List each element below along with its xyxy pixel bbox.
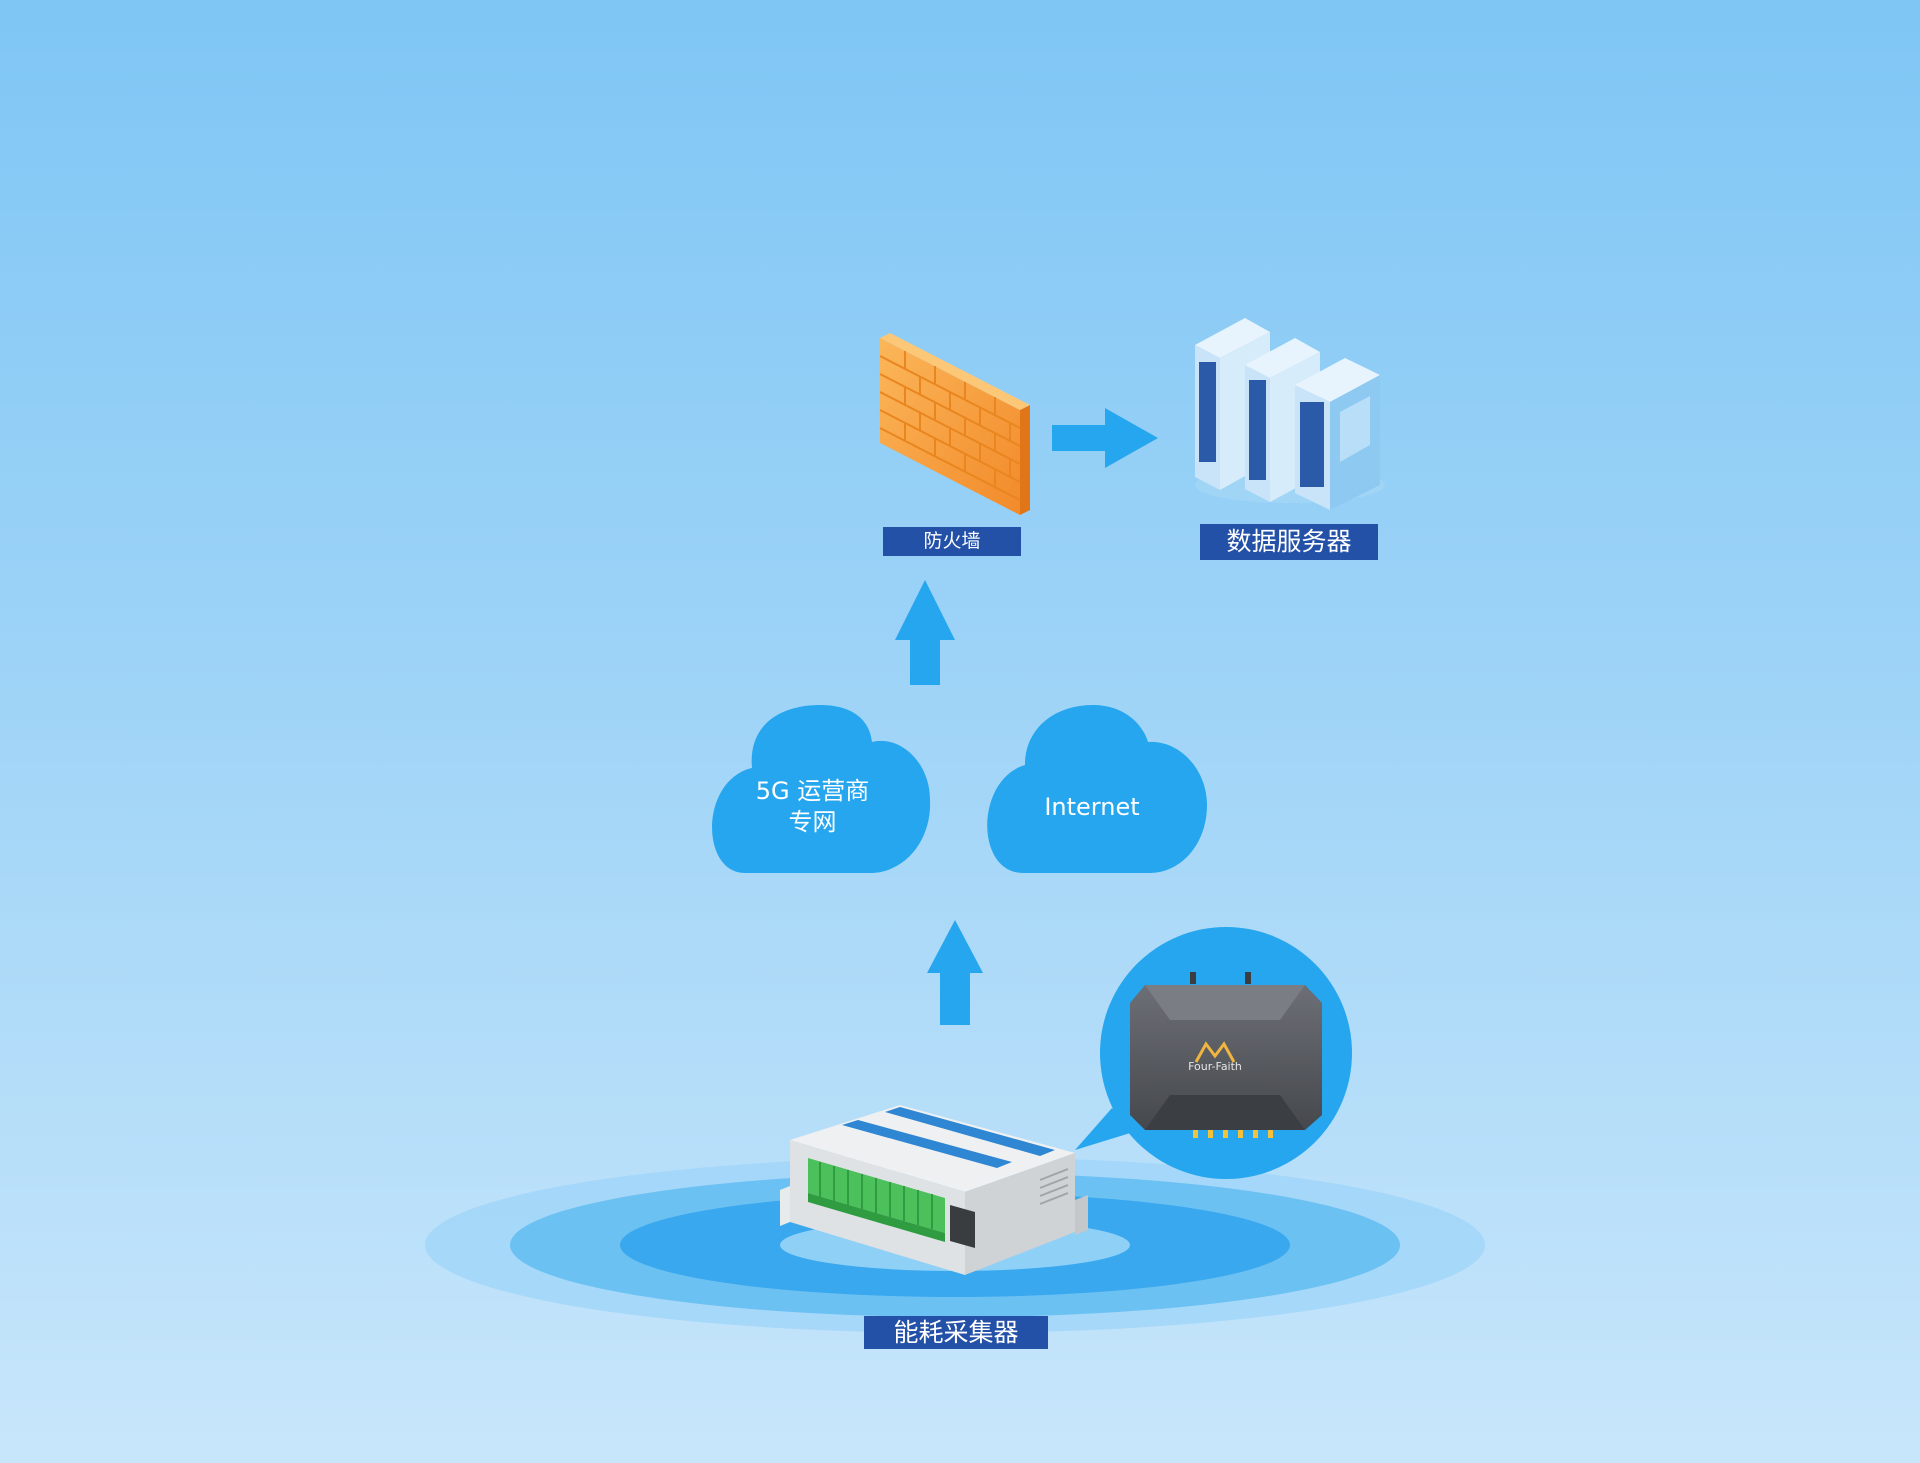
data-server-label: 数据服务器	[1200, 524, 1378, 560]
server-icon	[1195, 318, 1385, 510]
router-brand-text: Four-Faith	[1188, 1060, 1242, 1073]
cloud-internet-text: Internet	[1044, 793, 1140, 821]
cloud-private-network-text: 5G 运营商 专网	[700, 776, 925, 838]
cloud-private-line1: 5G 运营商	[755, 777, 870, 805]
cloud-right-icon	[987, 705, 1207, 873]
cloud-private-line2: 专网	[788, 808, 837, 836]
energy-collector-label: 能耗采集器	[864, 1316, 1048, 1349]
arrow-right-icon	[1052, 408, 1158, 468]
arrow-up-icon	[895, 580, 955, 685]
firewall-icon	[879, 333, 1030, 515]
energy-collector-icon	[780, 1105, 1088, 1275]
firewall-label: 防火墙	[883, 527, 1021, 556]
cloud-left-icon	[712, 705, 931, 873]
arrow-up-icon	[927, 920, 983, 1025]
four-faith-logo	[1194, 1041, 1236, 1063]
router-icon: Four-Faith	[1130, 972, 1322, 1138]
